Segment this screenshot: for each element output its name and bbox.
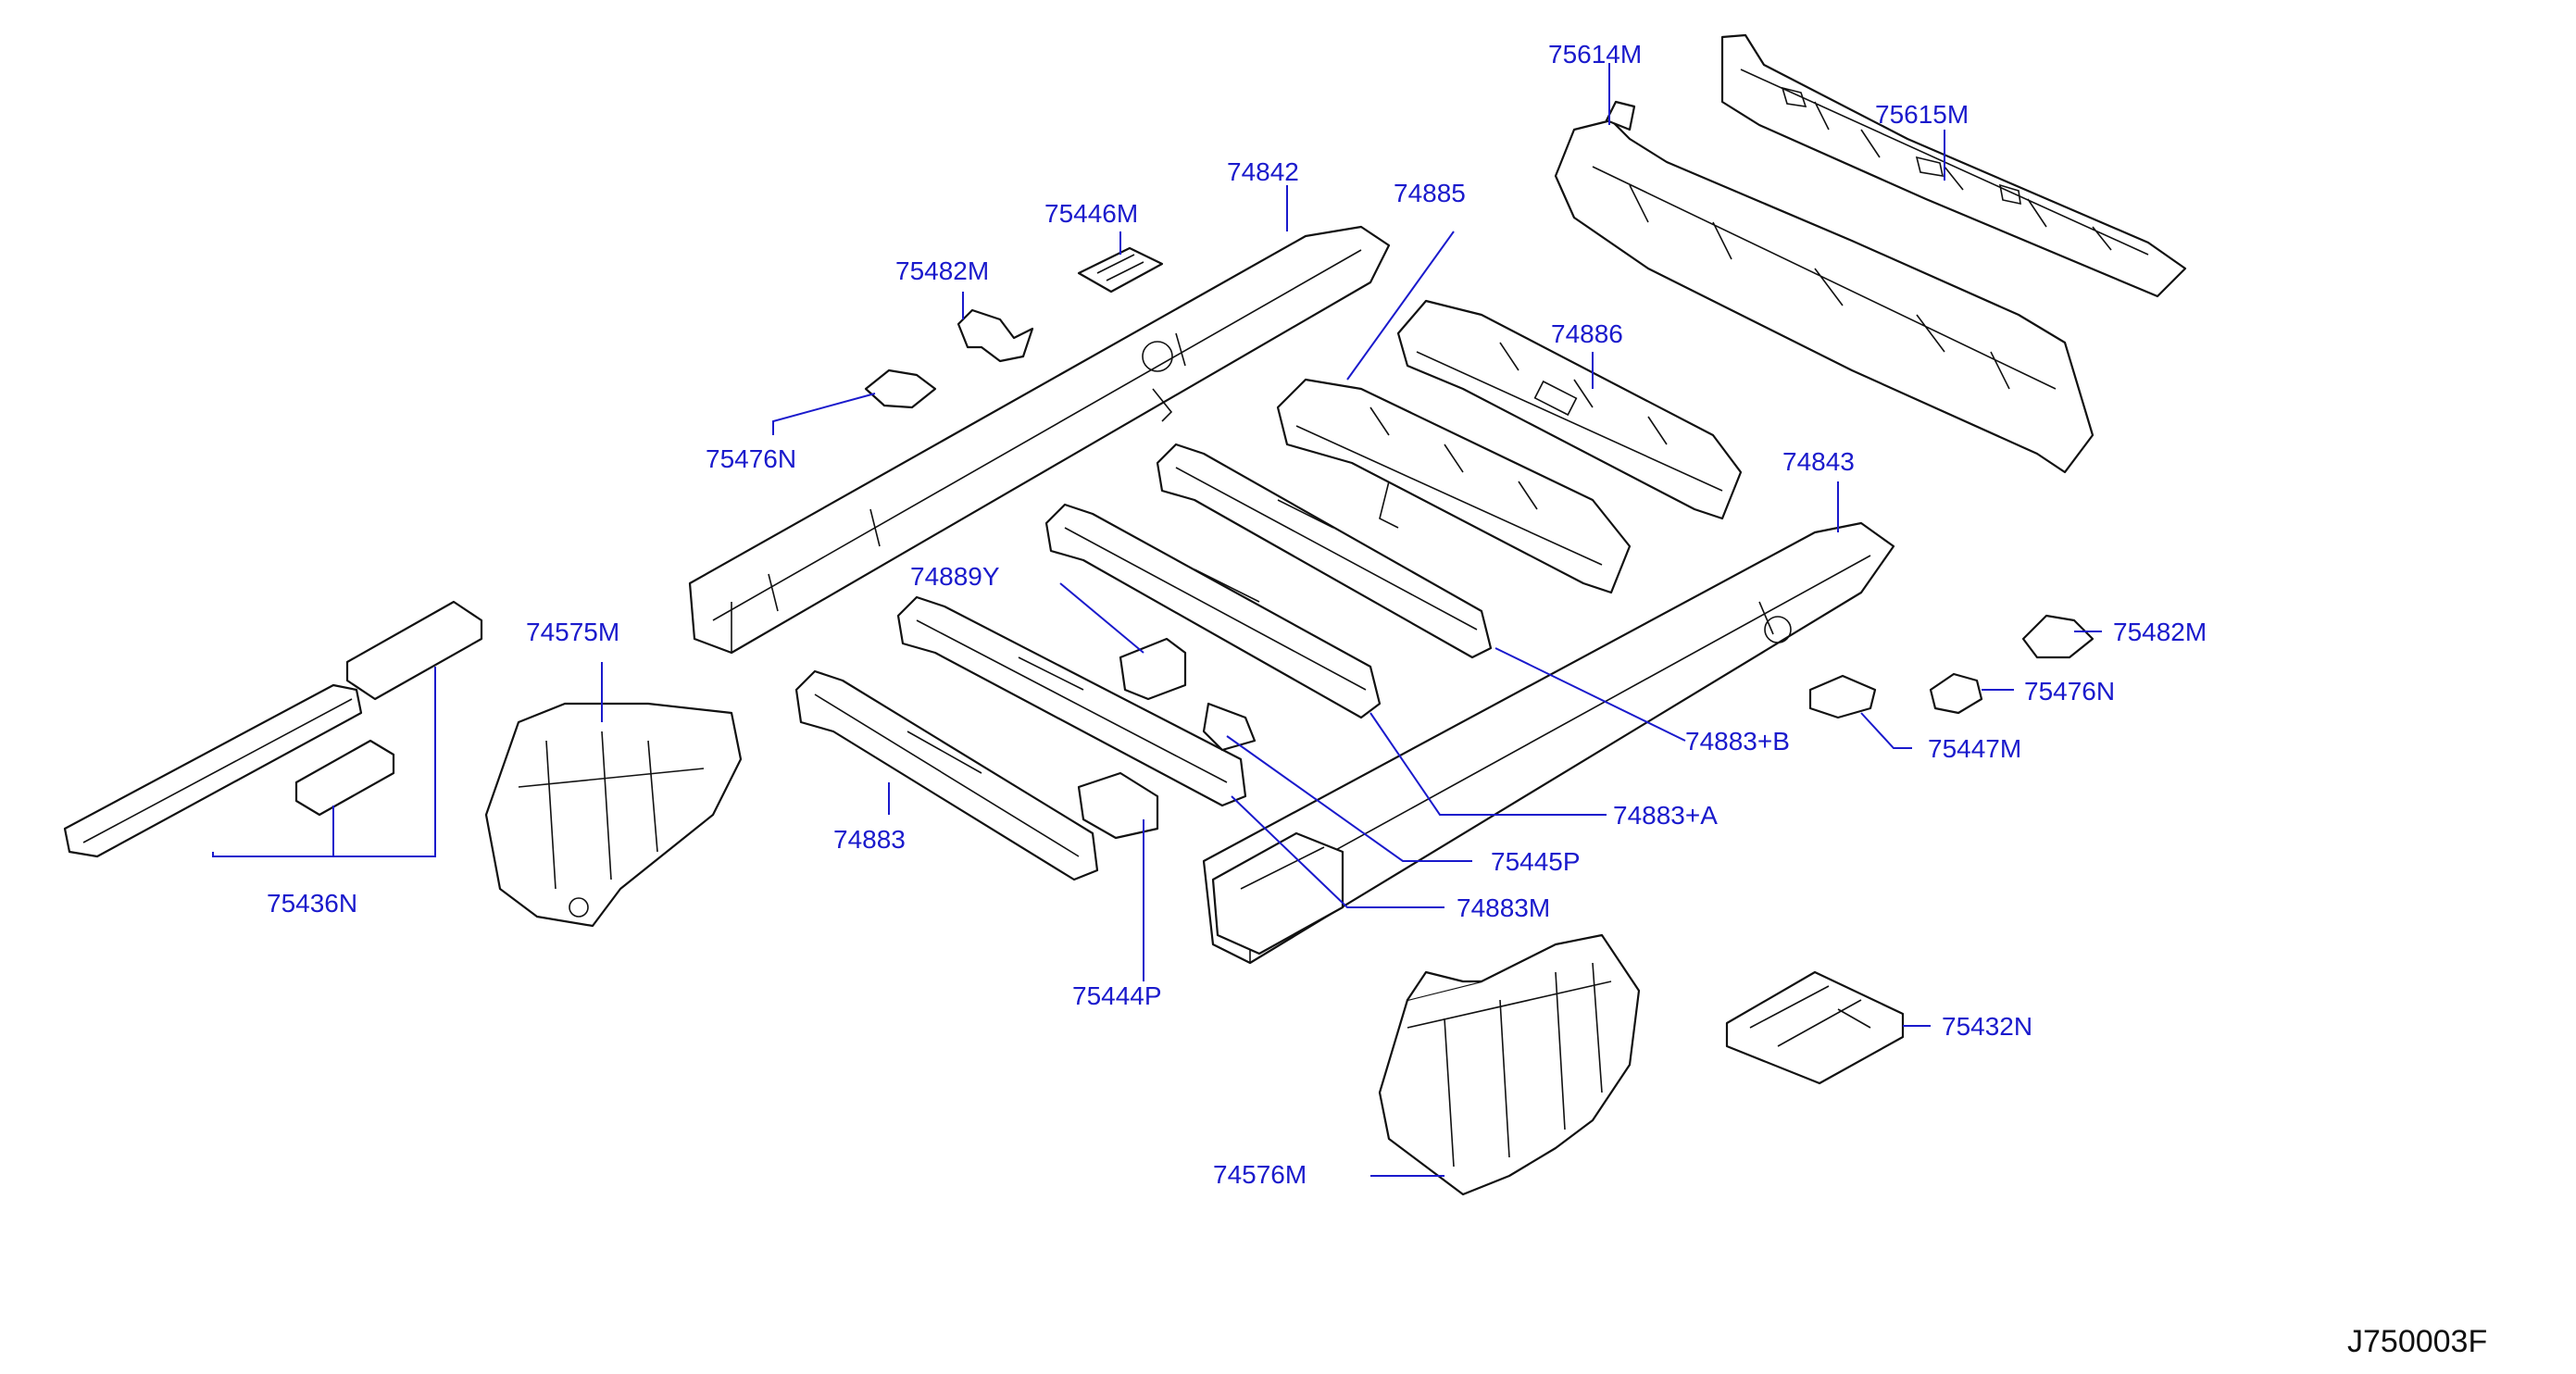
part-75432N[interactable] (1725, 970, 1905, 1085)
part-floor-member[interactable] (1211, 831, 1344, 956)
label-75446M: 75446M (1044, 199, 1138, 228)
part-75444P[interactable] (1077, 771, 1159, 840)
label-74576M: 74576M (1213, 1160, 1307, 1189)
label-75432N: 75432N (1942, 1012, 2032, 1041)
part-74576M[interactable] (1378, 933, 1641, 1196)
label-74883-B: 74883+B (1685, 727, 1790, 756)
label-74889Y: 74889Y (910, 562, 1000, 591)
label-75436N: 75436N (267, 889, 357, 918)
part-74883M[interactable] (896, 595, 1247, 807)
part-74885[interactable] (1276, 378, 1632, 594)
label-75445P: 75445P (1491, 847, 1581, 876)
label-75482M-b: 75482M (2113, 618, 2207, 646)
drawing-reference: J750003F (2347, 1324, 2487, 1359)
part-74842[interactable] (688, 225, 1391, 655)
part-75446M[interactable] (1077, 246, 1164, 294)
part-74883-A[interactable] (1044, 503, 1382, 719)
part-74883-B[interactable] (1156, 443, 1493, 659)
part-74889Y[interactable] (1119, 637, 1187, 701)
label-75482M-a: 75482M (895, 256, 989, 285)
label-74883: 74883 (833, 825, 906, 854)
label-74886: 74886 (1551, 319, 1623, 348)
part-75476N-a[interactable] (864, 368, 937, 409)
label-74842: 74842 (1227, 157, 1299, 186)
part-75476N-b[interactable] (1929, 672, 1983, 715)
label-74575M: 74575M (526, 618, 619, 646)
label-75614M: 75614M (1548, 40, 1642, 69)
leader-lines (212, 63, 2102, 1177)
label-74885: 74885 (1394, 179, 1466, 207)
label-75615M: 75615M (1875, 100, 1969, 129)
label-75476N-b: 75476N (2024, 677, 2115, 706)
label-75447M: 75447M (1928, 734, 2021, 763)
label-75444P: 75444P (1072, 981, 1162, 1010)
part-75482M-a[interactable] (957, 308, 1034, 363)
part-74886[interactable] (1396, 299, 1743, 520)
label-74883-A: 74883+A (1613, 801, 1718, 830)
label-75476N-a: 75476N (706, 444, 796, 473)
label-74843: 74843 (1782, 447, 1855, 476)
part-74883[interactable] (794, 669, 1099, 881)
part-75482M-b[interactable] (2021, 614, 2095, 659)
label-74883M: 74883M (1457, 893, 1550, 922)
part-74575M[interactable] (484, 702, 743, 928)
part-75436N[interactable] (63, 600, 483, 858)
part-75447M[interactable] (1808, 674, 1877, 719)
part-75614M[interactable] (1554, 100, 2095, 474)
